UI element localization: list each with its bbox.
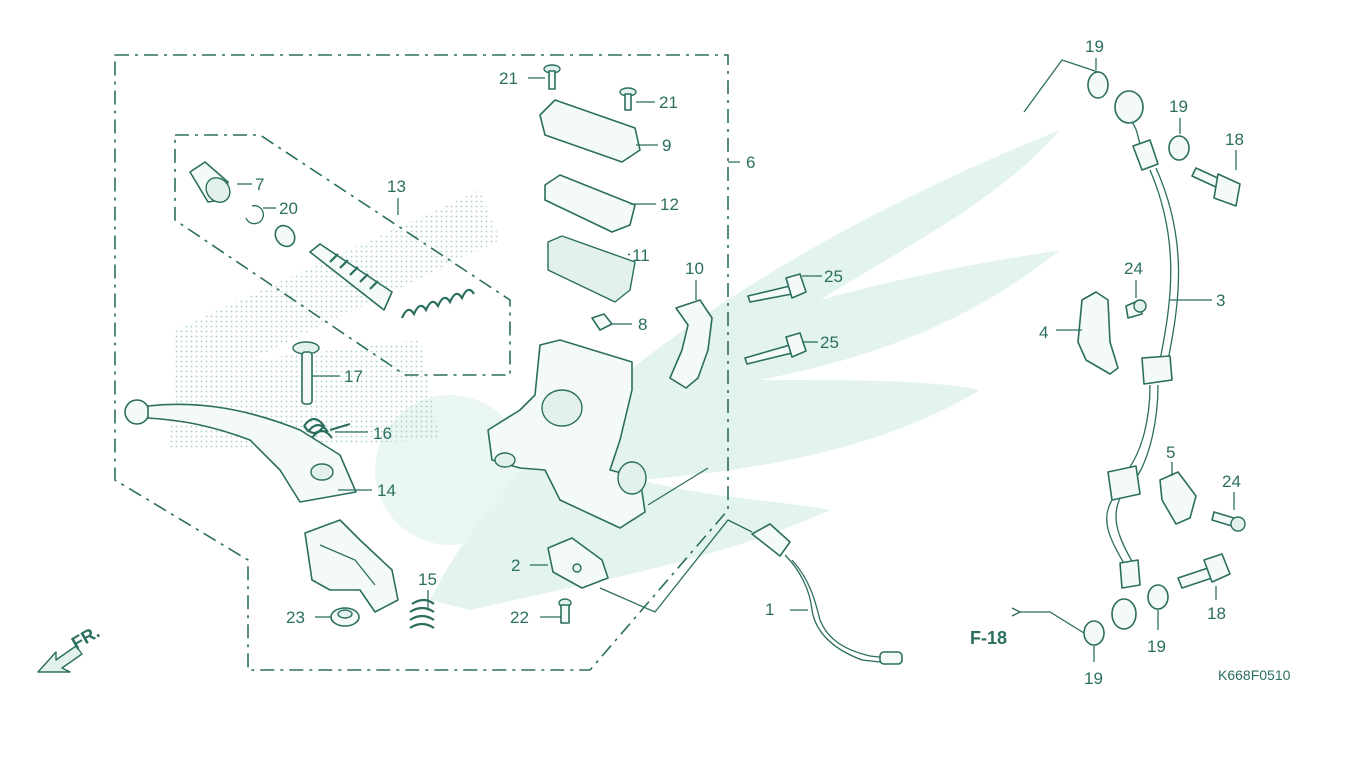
- callout-19-right: 19: [1169, 97, 1188, 116]
- leader-lines: [237, 58, 1237, 662]
- front-direction-indicator: FR.: [37, 622, 103, 673]
- screw-part: [543, 64, 561, 90]
- group-boundaries: [114, 54, 729, 671]
- piston-spring-part: [400, 288, 475, 319]
- sealing-washer-part: [1168, 135, 1190, 161]
- bracket-bolt-part: [1211, 511, 1246, 532]
- callout-22: 22: [510, 608, 529, 627]
- circlip-part: [245, 205, 264, 225]
- callout-23: 23: [286, 608, 305, 627]
- callout-25-top: 25: [824, 267, 843, 286]
- banjo-bolt-part: [1191, 167, 1241, 207]
- reference-label: F-18: [970, 628, 1007, 648]
- callout-7: 7: [255, 175, 264, 194]
- banjo-bolt-part: [1177, 553, 1231, 589]
- callout-19-lower: 19: [1147, 637, 1166, 656]
- front-arrow-icon: [37, 645, 83, 673]
- callout-1: 1: [765, 600, 774, 619]
- callout-9: 9: [662, 136, 671, 155]
- sealing-washer-part: [1083, 620, 1105, 646]
- brake-hose-parts: [1077, 71, 1246, 646]
- callout-24-top: 24: [1124, 259, 1143, 278]
- holder-bolt-part: [747, 273, 807, 303]
- callout-4: 4: [1039, 323, 1048, 342]
- holder-part: [669, 299, 713, 389]
- grommet-part: [330, 607, 360, 627]
- callout-11: 11: [632, 246, 650, 265]
- brake-lever-part: [124, 399, 357, 503]
- callout-3: 3: [1216, 291, 1225, 310]
- callout-18-bottom: 18: [1207, 604, 1226, 623]
- callout-6: 6: [746, 153, 755, 172]
- callout-labels: 1 2 3 4 5 6 7 8 9 10 11 12 13 14 15 16 1…: [255, 37, 1244, 688]
- lever-spring-part: [303, 417, 351, 439]
- figure-code: K668F0510: [1218, 667, 1291, 683]
- master-cylinder-parts: [124, 64, 903, 665]
- sealing-washer-part: [1147, 584, 1169, 610]
- switch-spring-part: [409, 598, 435, 629]
- callout-19-top: 19: [1085, 37, 1104, 56]
- piston-part: [309, 243, 393, 311]
- sealing-washer-part: [1087, 71, 1109, 99]
- callout-17: 17: [344, 367, 363, 386]
- boot-part: [189, 161, 231, 203]
- brake-hose-part: [1106, 90, 1180, 630]
- callout-12: 12: [660, 195, 679, 214]
- reservoir-cap-part: [539, 99, 641, 163]
- callout-13: 13: [387, 177, 406, 196]
- holder-bolt-part: [744, 332, 807, 365]
- callout-24-bottom: 24: [1222, 472, 1241, 491]
- callout-18-top: 18: [1225, 130, 1244, 149]
- switch-wire-harness-part: [751, 523, 903, 665]
- callout-21-right: 21: [659, 93, 678, 112]
- callout-14: 14: [377, 481, 396, 500]
- lever-bracket-part: [304, 519, 399, 613]
- diaphragm-plate-part: [544, 174, 636, 233]
- callout-15: 15: [418, 570, 437, 589]
- callout-25-bottom: 25: [820, 333, 839, 352]
- callout-21-left: 21: [499, 69, 518, 88]
- diaphragm-part: [547, 235, 636, 303]
- bracket-bolt-part: [1125, 299, 1147, 319]
- pivot-bolt-part: [292, 341, 320, 405]
- washer-part: [274, 224, 296, 248]
- hose-clip-part: [1159, 471, 1197, 525]
- callout-16: 16: [373, 424, 392, 443]
- master-cylinder-body-part: [487, 339, 647, 529]
- callout-5: 5: [1166, 443, 1175, 462]
- callout-2: 2: [511, 556, 520, 575]
- dotted-shading: [170, 190, 500, 450]
- callout-19-bottom: 19: [1084, 669, 1103, 688]
- hose-clamp-bracket-part: [1077, 291, 1119, 375]
- brake-switch-part: [547, 537, 609, 589]
- callout-8: 8: [638, 315, 647, 334]
- screw-part: [619, 87, 637, 111]
- callout-10: 10: [685, 259, 704, 278]
- callout-20: 20: [279, 199, 298, 218]
- float-part: [591, 313, 613, 331]
- switch-screw-part: [558, 598, 572, 624]
